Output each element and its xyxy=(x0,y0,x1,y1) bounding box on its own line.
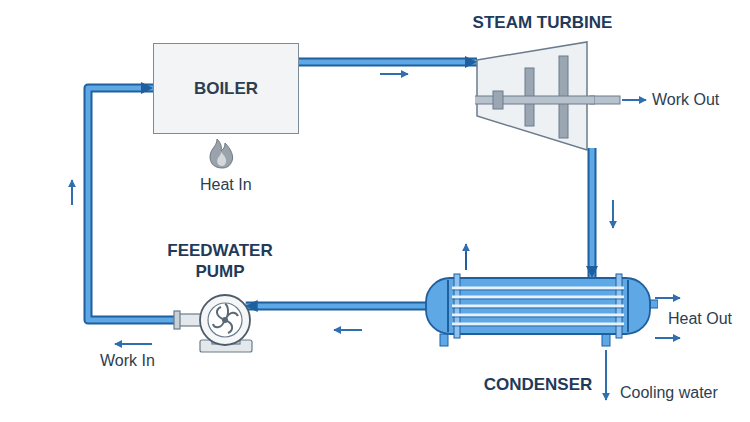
work-in-arrow xyxy=(115,343,152,345)
annotation-label: Heat In xyxy=(200,176,252,194)
boiler-node: BOILER xyxy=(153,43,299,134)
flow-arrow xyxy=(334,329,362,331)
pipe-arrowheads xyxy=(592,148,593,278)
flow-arrow xyxy=(380,73,408,75)
annotation-label: Heat Out xyxy=(668,310,732,328)
heat-out-arrow xyxy=(655,297,680,299)
turbine-casing xyxy=(475,40,595,154)
heat-out-arrow xyxy=(655,337,680,339)
condenser-shell xyxy=(418,268,658,348)
pipe-fill xyxy=(246,304,426,309)
steam-pipe xyxy=(592,148,593,278)
cooling-water-arrow xyxy=(605,350,607,400)
condenser-node: CONDENSER xyxy=(415,262,661,402)
flow-arrow xyxy=(71,180,73,205)
pump-heading: FEEDWATER PUMP xyxy=(160,240,280,283)
boiler-label: BOILER xyxy=(194,78,258,99)
pipe-fill xyxy=(299,60,477,65)
turbine-heading: STEAM TURBINE xyxy=(452,12,633,33)
pipe-outline xyxy=(246,302,426,311)
pump-body xyxy=(150,290,290,370)
pipe-arrowheads xyxy=(246,306,426,307)
flame-icon xyxy=(210,139,233,168)
steam-pipe xyxy=(299,62,477,63)
annotation-label: Cooling water xyxy=(620,384,718,402)
vent-arrow xyxy=(465,244,467,252)
vent-pipe xyxy=(465,250,467,270)
turbine-node: STEAM TURBINE xyxy=(452,12,633,157)
annotation-label: Work Out xyxy=(652,91,719,109)
flame-icon xyxy=(217,152,226,166)
pump-node: FEEDWATER PUMP xyxy=(150,240,290,370)
pipe-outline xyxy=(588,148,597,278)
annotation-label: Work In xyxy=(100,352,155,370)
work-out-arrow xyxy=(622,99,646,101)
steam-pipe xyxy=(246,306,426,307)
pipe-outline xyxy=(299,58,477,67)
flow-arrow xyxy=(612,200,614,228)
pipe-fill xyxy=(590,148,595,278)
pipe-arrowheads xyxy=(299,62,477,63)
